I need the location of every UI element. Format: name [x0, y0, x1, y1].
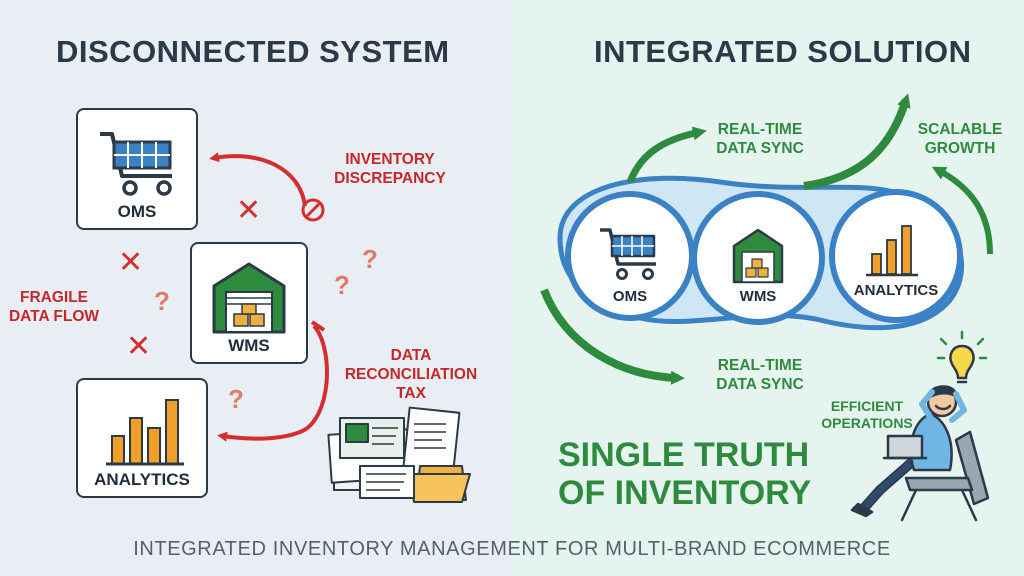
right-analytics-label: ANALYTICS	[853, 282, 939, 299]
left-analytics-box: ANALYTICS	[76, 378, 208, 498]
real-time-sync-top-label: REAL-TIME DATA SYNC	[716, 121, 804, 157]
scalable-growth-label: SCALABLE GROWTH	[917, 121, 1003, 157]
x-mark-icon: ✕	[236, 194, 262, 227]
fragile-data-flow-label: FRAGILE DATA FLOW	[8, 289, 100, 325]
efficient-operations-label: EFFICIENT OPERATIONS	[821, 398, 913, 431]
error-circle-icon	[301, 198, 325, 222]
cart-icon	[100, 132, 172, 196]
right-oms-label: OMS	[612, 288, 648, 305]
left-wms-box: WMS	[190, 242, 308, 364]
cart-icon	[600, 228, 656, 280]
x-mark-icon: ✕	[118, 246, 144, 279]
single-truth-label: SINGLE TRUTH OF INVENTORY	[558, 436, 812, 512]
question-mark-icon: ?	[362, 244, 378, 274]
question-mark-icon: ?	[334, 270, 350, 300]
left-arrows	[209, 152, 329, 442]
question-mark-icon: ?	[228, 384, 244, 414]
bar-chart-icon	[106, 399, 184, 466]
question-mark-icon: ?	[154, 286, 170, 316]
warehouse-icon	[212, 262, 286, 334]
real-time-sync-bottom-label: REAL-TIME DATA SYNC	[716, 357, 804, 393]
left-title: DISCONNECTED SYSTEM	[56, 34, 450, 69]
left-analytics-label: ANALYTICS	[94, 470, 190, 489]
data-reconciliation-tax-label: DATA RECONCILIATION TAX	[344, 347, 478, 402]
paper-pile-icon	[327, 406, 471, 503]
inventory-discrepancy-label: INVENTORY DISCREPANCY	[334, 151, 446, 187]
right-wms-label: WMS	[739, 288, 777, 305]
footer-caption: INTEGRATED INVENTORY MANAGEMENT FOR MULT…	[133, 538, 891, 560]
left-oms-label: OMS	[117, 202, 157, 221]
right-title: INTEGRATED SOLUTION	[594, 34, 972, 69]
left-oms-box: OMS	[76, 108, 198, 230]
warehouse-icon	[732, 228, 784, 284]
left-wms-label: WMS	[228, 336, 270, 355]
bar-chart-icon	[866, 225, 918, 277]
x-mark-icon: ✕	[126, 330, 152, 363]
